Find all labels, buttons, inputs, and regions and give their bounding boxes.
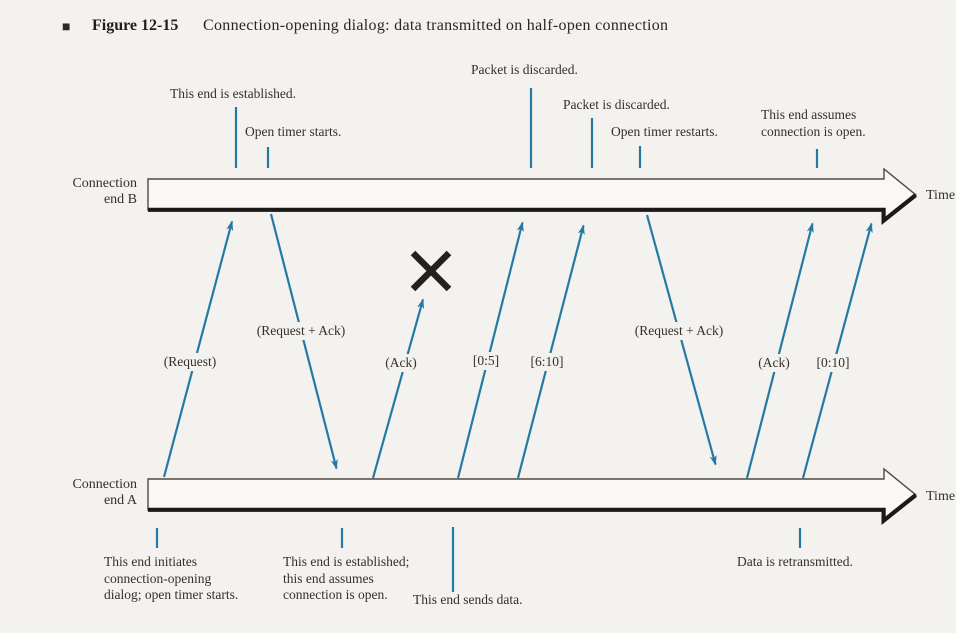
message-label-ack-1: (Ack) [381, 354, 421, 372]
annotation-assumes-open-line1: This end assumes [761, 107, 857, 122]
arrow-request-ack-1 [269, 213, 338, 470]
arrow-ack-2 [745, 222, 814, 479]
annotation-assumes-open: This end assumes connection is open. [761, 107, 866, 140]
timeline-b-body [147, 167, 918, 223]
figure-label: Figure 12-15 [92, 17, 179, 34]
timeline-b-label-line1: Connection [72, 176, 137, 191]
message-label-segment-0-10: [0:10] [812, 354, 854, 372]
annotation-open-timer-restarts: Open timer restarts. [611, 124, 718, 139]
timeline-a-label-line1: Connection [72, 477, 137, 492]
annotation-retransmitted: Data is retransmitted. [737, 554, 853, 569]
arrow-request [162, 220, 234, 478]
message-arrows [162, 213, 873, 479]
annotation-open-timer-starts: Open timer starts. [245, 124, 342, 139]
annotation-established-a: This end is established; this end assume… [283, 554, 409, 604]
timeline-b-label-line2: end B [103, 192, 137, 207]
message-label-request: (Request) [159, 353, 221, 371]
tick-marks [155, 88, 819, 592]
message-label-request-ack-2: (Request + Ack) [630, 322, 728, 340]
annotation-established-a-line2: this end assumes [283, 570, 374, 586]
timeline-b-arrow [147, 167, 918, 225]
arrow-segment-0-5 [456, 221, 524, 479]
annotation-sends-data: This end sends data. [413, 592, 523, 607]
arrow-ack-1 [371, 298, 425, 479]
timeline-a-label-line2: end A [103, 493, 137, 508]
message-label-segment-6-10: [6:10] [526, 353, 568, 371]
timeline-a-label: Connection end A [45, 477, 137, 509]
annotation-established-b: This end is established. [170, 86, 296, 101]
timeline-a-body [147, 467, 918, 523]
figure-title: Connection-opening dialog: data transmit… [203, 17, 669, 34]
annotation-packet-discarded-2: Packet is discarded. [563, 97, 670, 112]
annotation-initiates-line3: dialog; open timer starts. [104, 587, 239, 602]
timeline-b-thick-edge [148, 193, 917, 225]
figure-bullet-icon: ■ [62, 20, 71, 35]
arrow-segment-6-10 [516, 224, 585, 479]
annotation-assumes-open-line2: connection is open. [761, 123, 866, 139]
timeline-a-arrow [147, 467, 918, 525]
annotation-initiates: This end initiates connection-opening di… [104, 554, 238, 604]
annotation-established-a-line3: connection is open. [283, 587, 388, 602]
time-label-a: Time [926, 489, 956, 504]
message-label-ack-2: (Ack) [754, 354, 794, 372]
annotation-initiates-line2: connection-opening [104, 570, 212, 586]
message-label-request-ack-1: (Request + Ack) [252, 322, 350, 340]
discard-x-icon [410, 250, 452, 292]
timeline-b-label: Connection end B [45, 176, 137, 208]
arrow-segment-0-10 [801, 222, 873, 479]
discard-x-stroke-2 [410, 250, 452, 292]
annotation-packet-discarded-1: Packet is discarded. [471, 62, 578, 77]
annotation-established-a-line1: This end is established; [283, 554, 410, 569]
message-label-segment-0-5: [0:5] [468, 352, 504, 370]
time-label-b: Time [926, 188, 956, 203]
annotation-initiates-line1: This end initiates [104, 554, 197, 569]
timeline-a-thick-edge [148, 493, 917, 525]
